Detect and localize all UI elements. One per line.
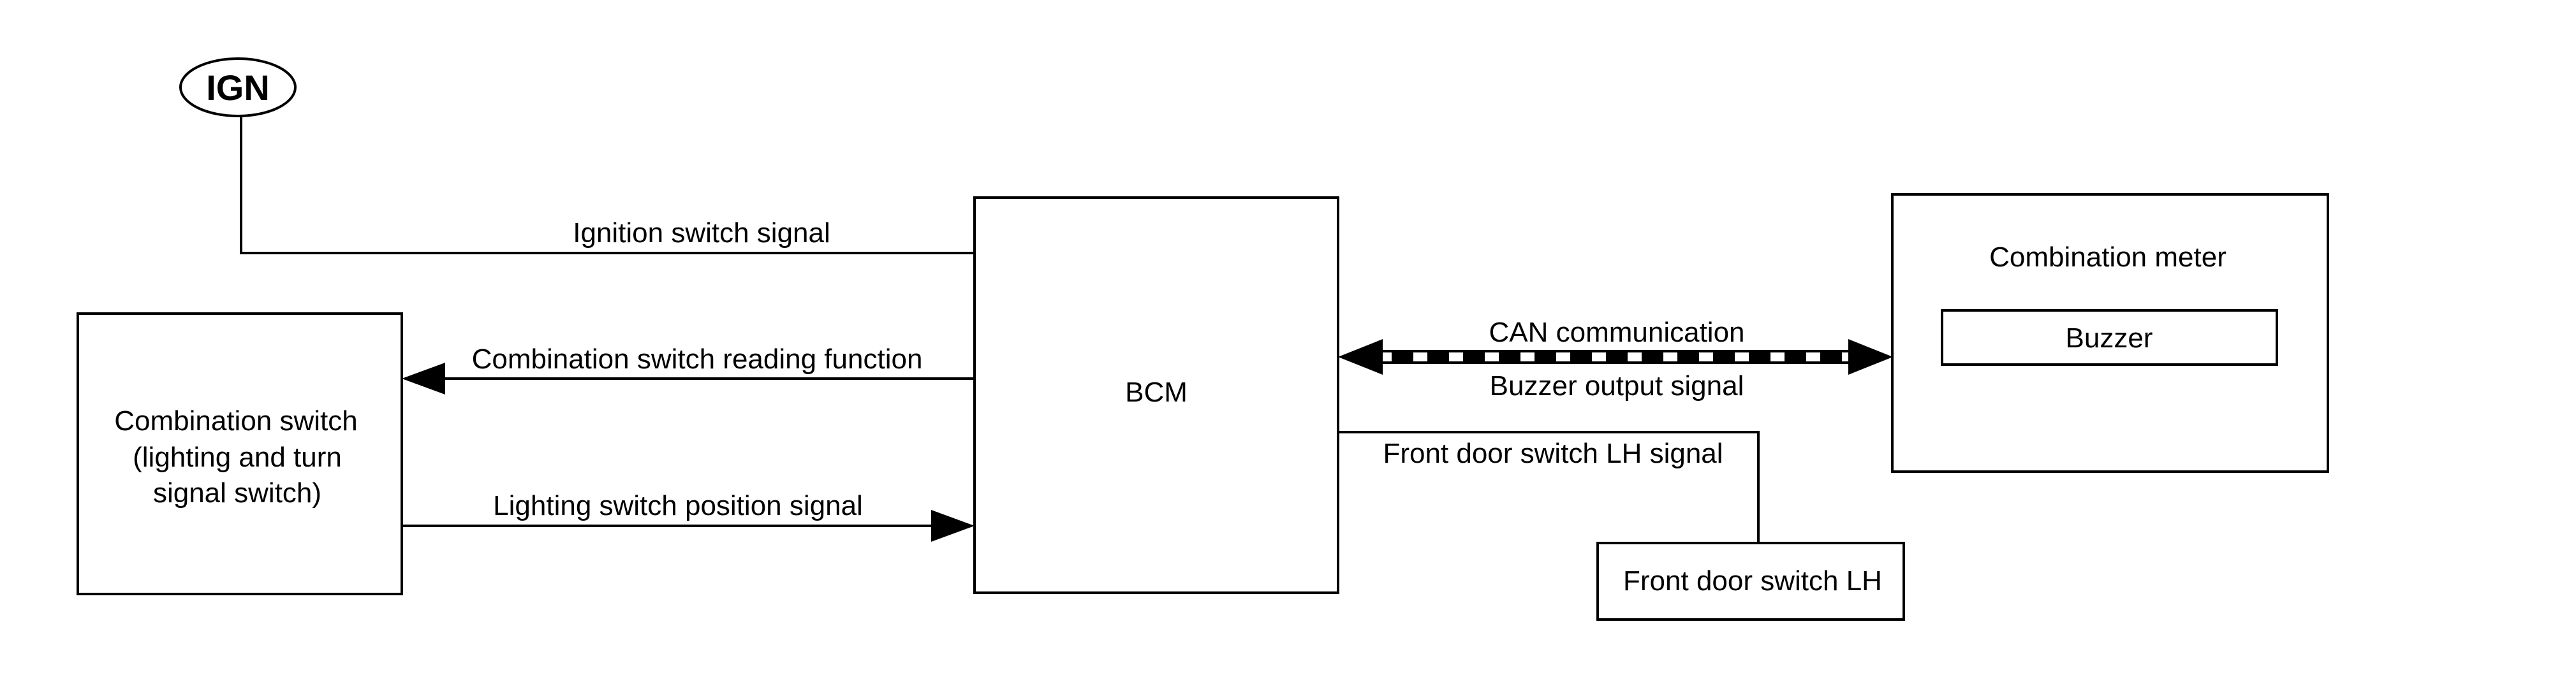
combination-switch-box bbox=[77, 312, 403, 595]
front-door-signal-label: Front door switch LH signal bbox=[1383, 438, 1723, 469]
front-door-signal-line bbox=[1338, 431, 1760, 543]
combination-meter-box bbox=[1891, 193, 2329, 473]
bcm-label: BCM bbox=[1125, 377, 1188, 408]
combination-meter-label: Combination meter bbox=[1989, 242, 2226, 273]
front-door-switch-label: Front door switch LH bbox=[1623, 565, 1882, 597]
buzzer-box bbox=[1941, 309, 2278, 366]
can-label: CAN communication bbox=[1489, 317, 1744, 348]
front-door-switch-box bbox=[1596, 542, 1905, 621]
reading-function-arrowhead bbox=[402, 363, 445, 395]
buzzer-output-label: Buzzer output signal bbox=[1490, 370, 1744, 402]
combination-switch-label-line3: signal switch) bbox=[153, 477, 321, 509]
combination-switch-label-line1: Combination switch bbox=[114, 405, 358, 437]
can-arrowhead-left bbox=[1338, 339, 1383, 375]
ignition-signal-line bbox=[240, 116, 975, 254]
reading-function-label: Combination switch reading function bbox=[472, 344, 923, 375]
lighting-position-arrowhead bbox=[931, 510, 975, 542]
ign-oval bbox=[179, 57, 297, 117]
bcm-box bbox=[973, 196, 1339, 594]
ignition-signal-label: Ignition switch signal bbox=[573, 217, 830, 249]
lighting-position-label: Lighting switch position signal bbox=[493, 490, 863, 521]
ign-label: IGN bbox=[206, 68, 270, 108]
buzzer-label: Buzzer bbox=[2066, 323, 2153, 354]
combination-switch-label-line2: (lighting and turn bbox=[133, 442, 342, 473]
can-arrowhead-right bbox=[1848, 339, 1893, 375]
